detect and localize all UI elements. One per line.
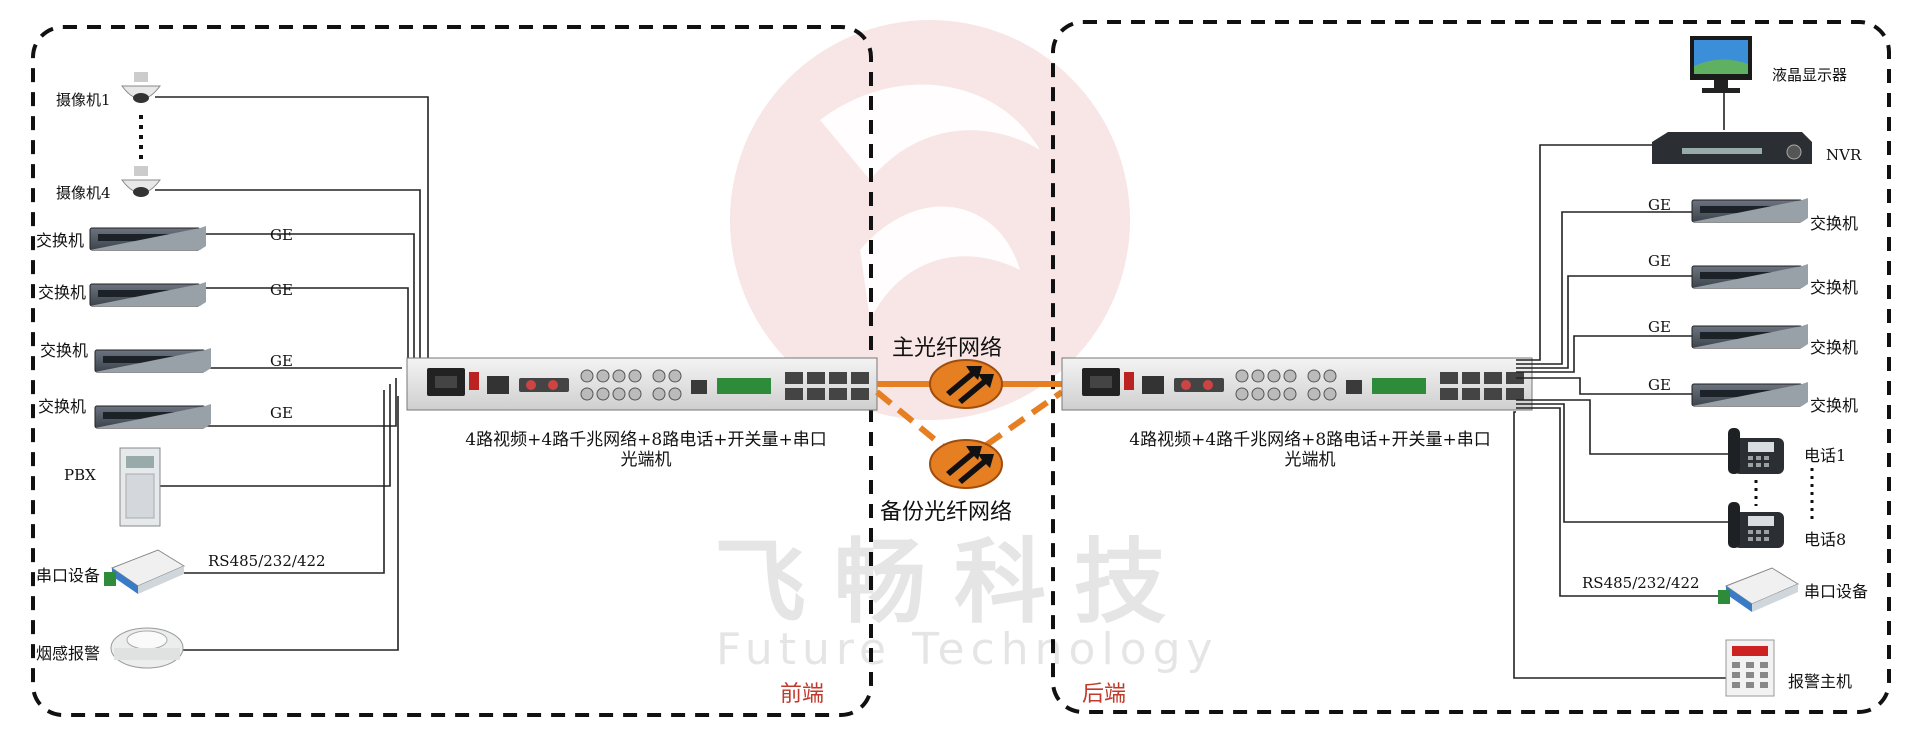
back-switch-4-icon — [1691, 381, 1809, 407]
back-switch-2-icon — [1691, 263, 1809, 289]
front-switch-1-icon — [89, 225, 207, 251]
front-ge-1-label: GE — [270, 226, 293, 244]
backup-network-label: 备份光纤网络 — [880, 500, 1013, 525]
monitor-label: 液晶显示器 — [1772, 66, 1848, 84]
back-transceiver-icon — [1061, 357, 1533, 411]
camera1-icon — [121, 72, 161, 103]
back-switch-3-icon — [1691, 323, 1809, 349]
back-switch-3-label: 交换机 — [1810, 338, 1859, 357]
back-ge-2-label: GE — [1648, 252, 1671, 270]
front-switch-2-label: 交换机 — [38, 283, 87, 302]
primary-network-label: 主光纤网络 — [892, 336, 1003, 361]
front-transceiver-caption: 4路视频+4路千兆网络+8路电话+开关量+串口 光端机 — [426, 430, 866, 470]
back-switch-1-icon — [1691, 197, 1809, 223]
primary-fiber-icon — [929, 359, 1003, 409]
back-transceiver-caption: 4路视频+4路千兆网络+8路电话+开关量+串口 光端机 — [1090, 430, 1530, 470]
alarm-host-label: 报警主机 — [1788, 672, 1853, 691]
back-region-border — [1051, 20, 1891, 714]
back-switch-2-label: 交换机 — [1810, 278, 1859, 297]
monitor-icon — [1690, 36, 1752, 93]
back-ge-3-label: GE — [1648, 318, 1671, 336]
back-serial-device-label: 串口设备 — [1804, 582, 1869, 601]
camera4-label: 摄像机4 — [56, 184, 111, 202]
front-switch-1-label: 交换机 — [36, 231, 85, 250]
camera4-icon — [121, 166, 161, 197]
front-switch-3-label: 交换机 — [40, 341, 89, 360]
front-switch-4-icon — [94, 403, 212, 429]
nvr-icon — [1652, 132, 1812, 164]
back-switch-4-label: 交换机 — [1810, 396, 1859, 415]
front-side-label: 前端 — [780, 682, 825, 707]
smoke-alarm-label: 烟感报警 — [36, 644, 101, 663]
watermark-english: Future Technology — [716, 624, 1219, 675]
front-connection-lines — [155, 96, 429, 651]
smoke-alarm-icon — [110, 627, 184, 669]
back-ge-4-label: GE — [1648, 376, 1671, 394]
front-serial-protocol-label: RS485/232/422 — [208, 552, 326, 570]
back-connection-lines — [1513, 82, 1728, 679]
watermark-chinese: 飞畅科技 — [714, 529, 1195, 636]
back-ge-1-label: GE — [1648, 196, 1671, 214]
front-serial-device-icon — [103, 549, 185, 595]
front-serial-device-label: 串口设备 — [36, 566, 101, 585]
front-transceiver-caption-line2: 光端机 — [620, 450, 672, 470]
phone8-label: 电话8 — [1804, 530, 1847, 549]
alarm-host-icon — [1725, 639, 1775, 697]
phone8-icon — [1728, 502, 1784, 548]
front-transceiver-caption-line1: 4路视频+4路千兆网络+8路电话+开关量+串口 — [465, 430, 827, 450]
back-serial-protocol-label: RS485/232/422 — [1582, 574, 1700, 592]
watermark-logo — [730, 20, 1130, 420]
back-side-label: 后端 — [1082, 682, 1127, 707]
front-ge-2-label: GE — [270, 281, 293, 299]
phone1-icon — [1728, 428, 1784, 474]
front-transceiver-icon — [406, 357, 878, 411]
backup-fiber-icon — [929, 439, 1003, 489]
back-transceiver-caption-line2: 光端机 — [1284, 450, 1336, 470]
front-ge-4-label: GE — [270, 404, 293, 422]
front-ge-3-label: GE — [270, 352, 293, 370]
pbx-label: PBX — [64, 466, 96, 484]
back-switch-1-label: 交换机 — [1810, 214, 1859, 233]
camera1-label: 摄像机1 — [56, 91, 111, 109]
front-switch-3-icon — [94, 347, 212, 373]
phone1-label: 电话1 — [1804, 446, 1847, 465]
nvr-label: NVR — [1826, 146, 1862, 164]
pbx-icon — [119, 447, 161, 527]
front-switch-2-icon — [89, 281, 207, 307]
front-switch-4-label: 交换机 — [38, 397, 87, 416]
back-serial-device-icon — [1717, 567, 1799, 613]
back-transceiver-caption-line1: 4路视频+4路千兆网络+8路电话+开关量+串口 — [1129, 430, 1491, 450]
